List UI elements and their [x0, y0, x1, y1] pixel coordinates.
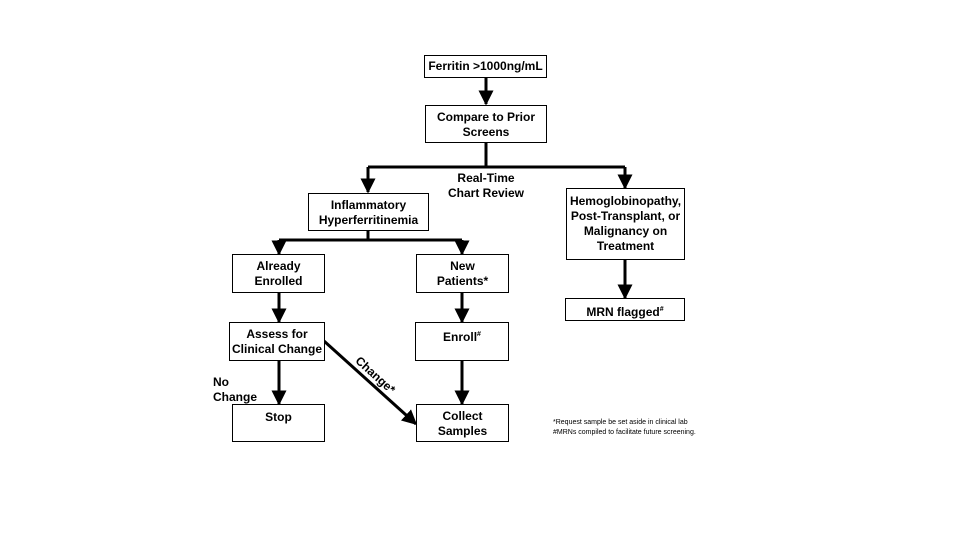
enroll-node: Enroll#	[415, 322, 509, 361]
no-change-label: No Change	[213, 375, 258, 404]
hemoglobinopathy-node: Hemoglobinopathy, Post-Transplant, or Ma…	[566, 188, 685, 260]
new-patients-node: New Patients*	[416, 254, 509, 293]
chart-review-label: Real-Time Chart Review	[447, 171, 525, 200]
footnote-mrn: #MRNs compiled to facilitate future scre…	[553, 429, 696, 436]
enroll-label: Enroll	[443, 330, 478, 344]
compare-node: Compare to Prior Screens	[425, 105, 547, 143]
ferritin-node: Ferritin >1000ng/mL	[424, 55, 547, 78]
arrow-change-to-collect	[322, 339, 418, 426]
inflammatory-node: Inflammatory Hyperferritinemia	[308, 193, 429, 231]
mrn-flagged-node: MRN flagged#	[565, 298, 685, 321]
mrn-flagged-footnote-mark: #	[659, 306, 664, 313]
assess-node: Assess for Clinical Change	[229, 322, 325, 361]
collect-node: Collect Samples	[416, 404, 509, 442]
footnote-sample: *Request sample be set aside in clinical…	[553, 419, 688, 426]
already-enrolled-node: Already Enrolled	[232, 254, 325, 293]
mrn-flagged-label: MRN flagged	[586, 305, 660, 319]
stop-node: Stop	[232, 404, 325, 442]
enroll-footnote-mark: #	[477, 331, 481, 338]
